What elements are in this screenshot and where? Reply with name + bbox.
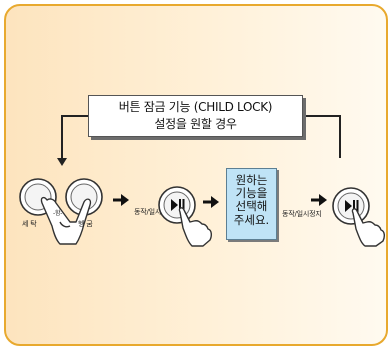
select-function-instruction: 원하는 기능을 선택해 주세요.: [226, 168, 277, 240]
arrow-right-icon: [203, 196, 219, 208]
start-pause-label-1: 동작/일시정지: [134, 208, 174, 216]
pointing-hand-icon: [178, 207, 213, 247]
title-line-1: 버튼 잠금 기능 (CHILD LOCK): [118, 100, 273, 114]
press-together-mark: -함-: [53, 210, 63, 217]
arrow-right-icon: [311, 194, 327, 206]
start-pause-label-2: 동작/일시정지: [282, 210, 322, 218]
title-line-2: 설정을 원할 경우: [154, 117, 237, 131]
instruction-card: [4, 4, 388, 346]
wash-label: 세 탁: [22, 220, 37, 228]
child-lock-title-box: 버튼 잠금 기능 (CHILD LOCK) 설정을 원할 경우: [88, 95, 303, 137]
pointing-hand-icon: [351, 208, 386, 247]
rinse-label: 헹 굼: [78, 220, 93, 228]
arrow-right-icon: [113, 194, 129, 206]
two-finger-hand-icon: [40, 196, 92, 245]
start-pause-button-icon: [332, 187, 370, 225]
